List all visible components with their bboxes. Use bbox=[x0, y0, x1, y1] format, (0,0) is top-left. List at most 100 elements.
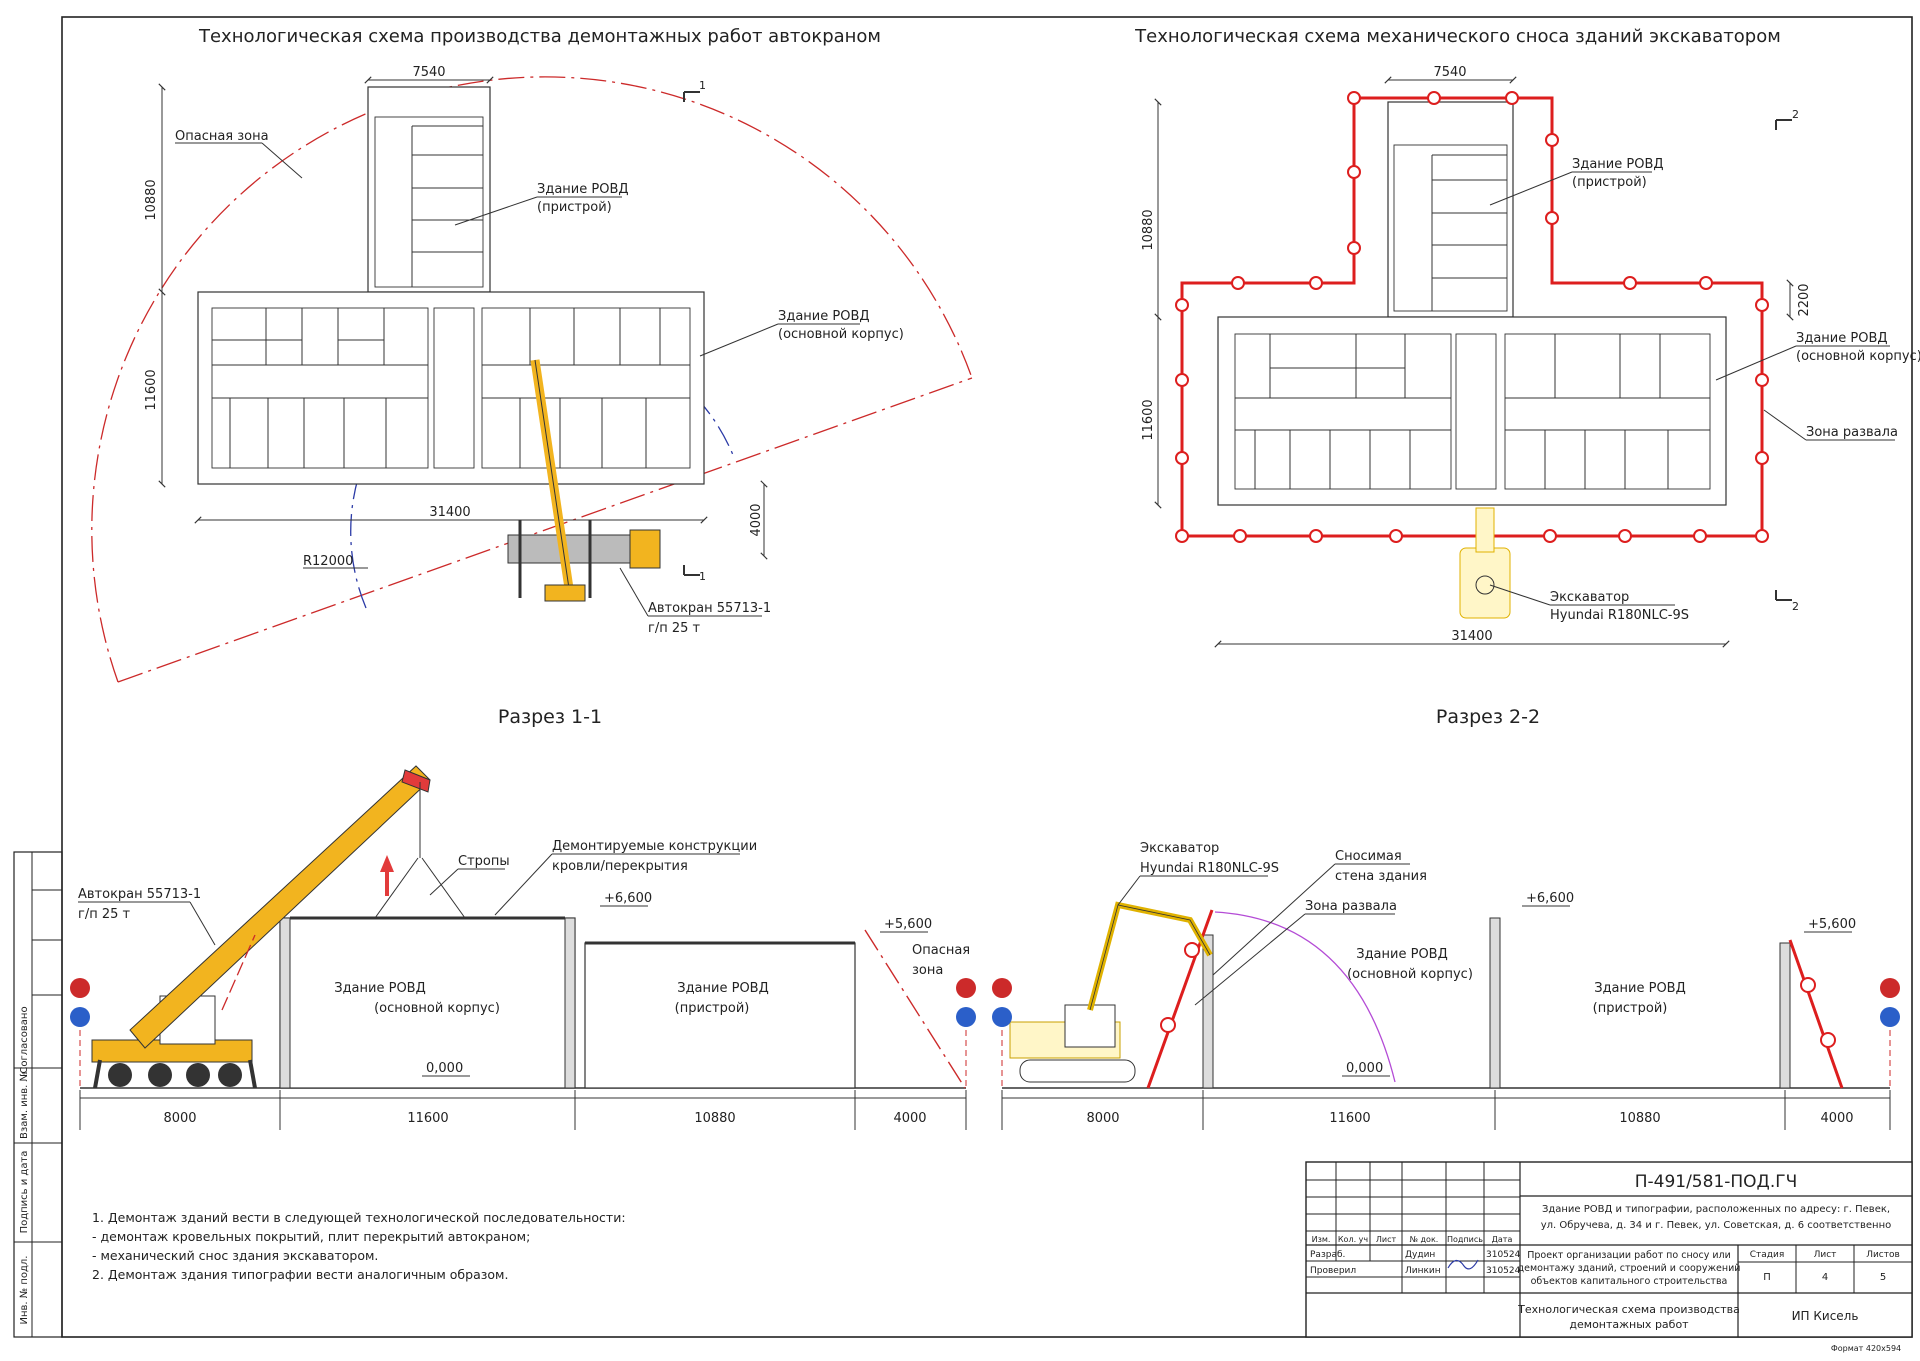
s2-collapse-label: Зона развала bbox=[1305, 899, 1397, 914]
left-dim-top: 7540 bbox=[412, 65, 445, 80]
s1-dismantled-label-1: Демонтируемые конструкции bbox=[552, 839, 757, 854]
side-stamp-sign: Подпись и дата bbox=[19, 1151, 30, 1234]
s1-dismantled-label-2: кровли/перекрытия bbox=[552, 859, 688, 874]
s2-annex-label-1: Здание РОВД bbox=[1594, 981, 1686, 996]
s2-demolished-label-2: стена здания bbox=[1335, 869, 1427, 884]
s2-dim-2: 11600 bbox=[1329, 1111, 1370, 1126]
s2-annex-label-2: (пристрой) bbox=[1593, 1001, 1668, 1016]
s1-dim-3: 10880 bbox=[694, 1111, 735, 1126]
right-plan: Технологическая схема механического снос… bbox=[1134, 26, 1920, 648]
left-annex-label-2: (пристрой) bbox=[537, 200, 612, 215]
tb-stage-h: Стадия bbox=[1750, 1250, 1785, 1260]
s2-main-label-1: Здание РОВД bbox=[1356, 947, 1448, 962]
section-2-title: Разрез 2-2 bbox=[1436, 706, 1540, 728]
right-main-label-1: Здание РОВД bbox=[1796, 331, 1888, 346]
right-annex-label-2: (пристрой) bbox=[1572, 175, 1647, 190]
section-1-title: Разрез 1-1 bbox=[498, 706, 602, 728]
s1-main-label-2: (основной корпус) bbox=[374, 1001, 500, 1016]
s1-annex-label-1: Здание РОВД bbox=[677, 981, 769, 996]
s2-trajectory bbox=[1214, 911, 1396, 1083]
left-section-mark-top: 1 bbox=[699, 79, 706, 92]
s2-dim-4: 4000 bbox=[1820, 1111, 1853, 1126]
notes: 1. Демонтаж зданий вести в следующей тех… bbox=[92, 1208, 626, 1284]
tb-project-1: Проект организации работ по сносу или bbox=[1527, 1250, 1731, 1261]
right-dim-left-lower: 11600 bbox=[1141, 399, 1156, 440]
left-plan-title: Технологическая схема производства демон… bbox=[198, 26, 881, 47]
left-main-label-1: Здание РОВД bbox=[778, 309, 870, 324]
right-annex-label-1: Здание РОВД bbox=[1572, 157, 1664, 172]
left-plan: Технологическая схема производства демон… bbox=[91, 26, 973, 683]
s1-dim-1: 8000 bbox=[163, 1111, 196, 1126]
tb-check-name: Линкин bbox=[1405, 1266, 1441, 1276]
right-plan-title: Технологическая схема механического снос… bbox=[1134, 26, 1781, 47]
left-dim-bottom: 31400 bbox=[429, 505, 470, 520]
s1-dim-2: 11600 bbox=[407, 1111, 448, 1126]
right-collapse-zone-label: Зона развала bbox=[1806, 425, 1898, 440]
excavator-plan bbox=[1459, 507, 1511, 619]
danger-zone-label: Опасная зона bbox=[175, 129, 269, 144]
tb-dev-role: Разраб. bbox=[1310, 1250, 1345, 1260]
s2-signs-right bbox=[1880, 978, 1900, 1088]
tb-col-izm: Изм. bbox=[1312, 1235, 1331, 1244]
s1-signs-right bbox=[956, 978, 976, 1088]
s1-level-annex: +5,600 bbox=[884, 917, 932, 932]
s1-dim-4: 4000 bbox=[893, 1111, 926, 1126]
section-1-1: Разрез 1-1 bbox=[70, 706, 976, 1130]
s2-dim-3: 10880 bbox=[1619, 1111, 1660, 1126]
s2-excavator-label-2: Hyundai R180NLC-9S bbox=[1140, 861, 1279, 876]
tb-col-sign: Подпись bbox=[1447, 1235, 1483, 1244]
right-section-mark-bottom: 2 bbox=[1792, 600, 1799, 613]
side-stamp: Согласовано Взам. инв. № Подпись и дата … bbox=[13, 851, 63, 1338]
note-1: 1. Демонтаж зданий вести в следующей тех… bbox=[92, 1210, 626, 1225]
s1-slings-label: Стропы bbox=[458, 854, 510, 869]
left-main-label-2: (основной корпус) bbox=[778, 327, 904, 342]
left-dim-right: 4000 bbox=[749, 503, 764, 536]
s1-crane-label-1: Автокран 55713-1 bbox=[78, 887, 201, 902]
s1-crane-label-2: г/п 25 т bbox=[78, 907, 131, 922]
right-dim-bottom: 31400 bbox=[1451, 629, 1492, 644]
right-dim-left-upper: 10880 bbox=[1141, 209, 1156, 250]
left-dim-left-lower: 11600 bbox=[144, 369, 159, 410]
s1-annex-building bbox=[584, 942, 856, 1089]
crane-plan bbox=[507, 359, 661, 602]
right-main-label-2: (основной корпус) bbox=[1796, 349, 1920, 364]
tb-sheets-h: Листов bbox=[1866, 1250, 1900, 1260]
section-2-2: Разрез 2-2 bbox=[992, 706, 1900, 1130]
note-4: 2. Демонтаж здания типографии вести анал… bbox=[92, 1267, 509, 1282]
tb-object-2: ул. Обручева, д. 34 и г. Певек, ул. Сове… bbox=[1541, 1220, 1891, 1231]
s2-level-annex: +5,600 bbox=[1808, 917, 1856, 932]
tb-col-doc: № док. bbox=[1410, 1235, 1439, 1244]
right-section-mark-top: 2 bbox=[1792, 108, 1799, 121]
sheet-frame bbox=[61, 16, 1913, 1338]
tb-check-date: 310524 bbox=[1486, 1266, 1521, 1276]
s2-demolished-label-1: Сносимая bbox=[1335, 849, 1402, 864]
tb-signature bbox=[1447, 1259, 1479, 1270]
side-stamp-replace: Взам. инв. № bbox=[19, 1071, 30, 1139]
tb-stage: П bbox=[1763, 1272, 1771, 1283]
left-crane-label-2: г/п 25 т bbox=[648, 621, 701, 636]
tb-dev-date: 310524 bbox=[1486, 1250, 1521, 1260]
tb-project-2: демонтажу зданий, строений и сооружений bbox=[1518, 1263, 1741, 1274]
s1-level-main: +6,600 bbox=[604, 891, 652, 906]
side-stamp-agreed: Согласовано bbox=[19, 1006, 30, 1073]
tb-sheet: 4 bbox=[1822, 1272, 1828, 1283]
tb-sheet-h: Лист bbox=[1814, 1250, 1837, 1260]
annex-plan bbox=[367, 86, 491, 293]
s1-crane bbox=[91, 765, 466, 1089]
s2-level-zero: 0,000 bbox=[1346, 1061, 1383, 1076]
radius-label: R12000 bbox=[303, 554, 353, 569]
s1-danger-label-1: Опасная bbox=[912, 943, 970, 958]
danger-zone-boundary bbox=[117, 377, 973, 683]
tb-col-list: Лист bbox=[1376, 1235, 1397, 1244]
tb-dev-name: Дудин bbox=[1405, 1250, 1435, 1260]
s1-main-label-1: Здание РОВД bbox=[334, 981, 426, 996]
s1-level-zero: 0,000 bbox=[426, 1061, 463, 1076]
right-dim-right: 2200 bbox=[1797, 283, 1812, 316]
tb-object-1: Здание РОВД и типографии, расположенных … bbox=[1542, 1204, 1890, 1215]
s2-excavator bbox=[1009, 901, 1213, 1083]
left-crane-label-1: Автокран 55713-1 bbox=[648, 601, 771, 616]
right-excavator-label-2: Hyundai R180NLC-9S bbox=[1550, 608, 1689, 623]
s2-dim-1: 8000 bbox=[1086, 1111, 1119, 1126]
tb-col-kol: Кол. уч bbox=[1338, 1235, 1368, 1244]
